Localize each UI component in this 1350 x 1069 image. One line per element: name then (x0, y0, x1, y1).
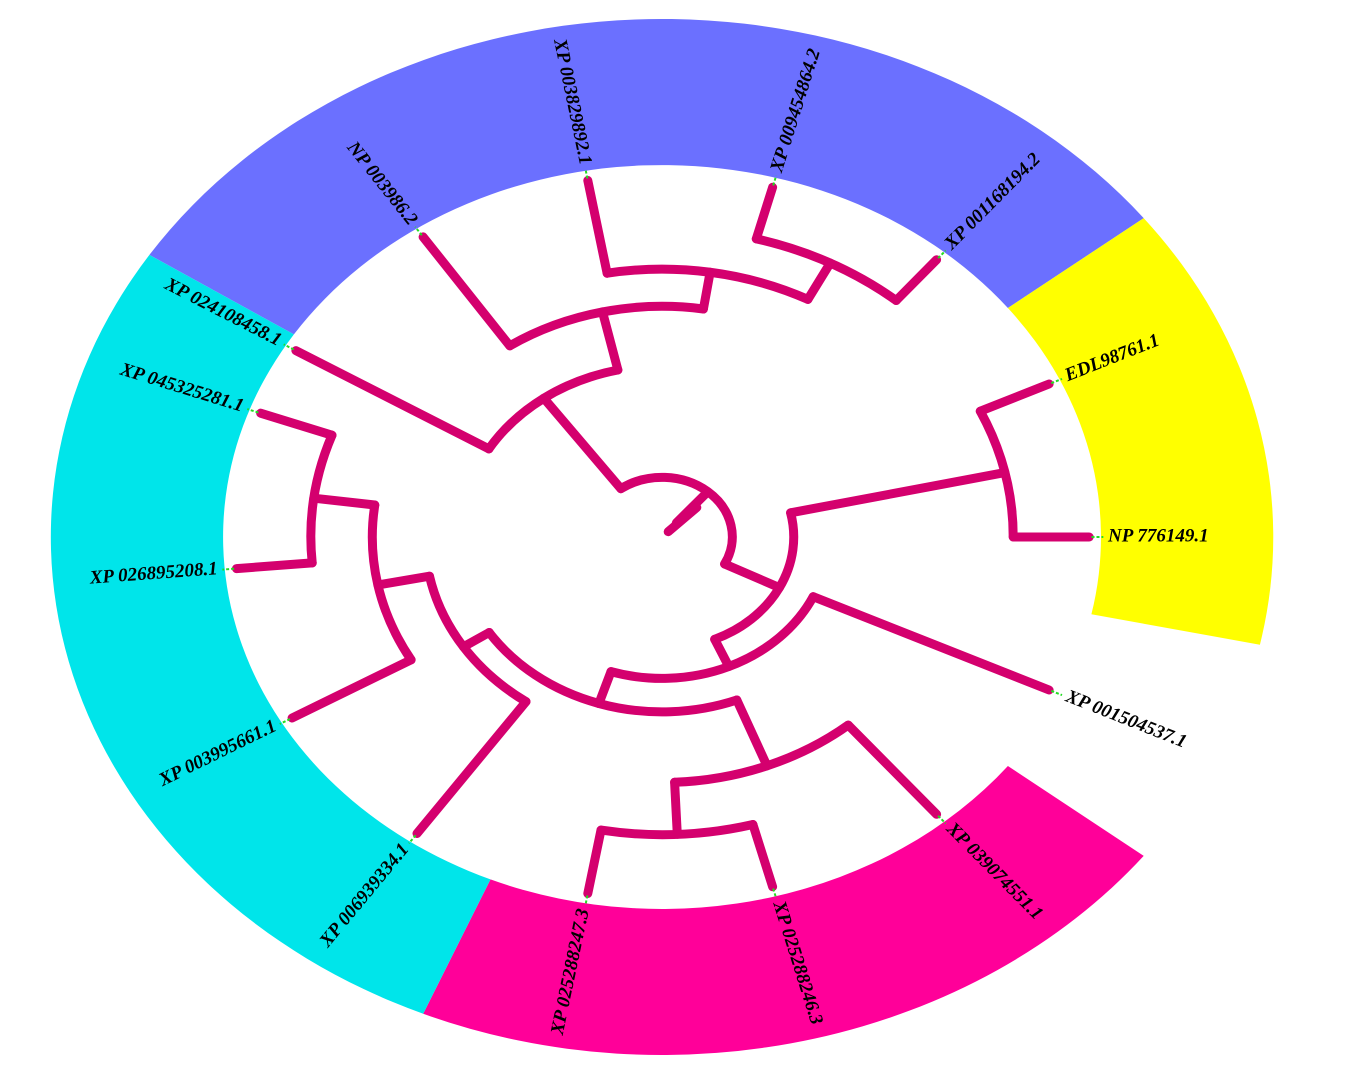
internal-branch (803, 258, 835, 304)
internal-branch (309, 493, 380, 510)
leaf-label: XP 001504537.1 (1062, 686, 1190, 753)
leaf-branch (583, 176, 612, 278)
internal-branch (539, 393, 626, 494)
leaf-connector (584, 895, 589, 906)
internal-branch (594, 667, 616, 708)
leaf-connector (1050, 689, 1063, 697)
leaf-branch (891, 255, 942, 305)
leaf-branch (751, 182, 778, 244)
leaf-branch (232, 558, 317, 574)
leaf-connector (247, 408, 259, 414)
branch-arc (505, 301, 708, 351)
branch-arc (596, 820, 758, 840)
leaf-branch (583, 825, 606, 898)
leaf-connector (279, 718, 291, 725)
leaf-branch (287, 655, 416, 723)
internal-branch (598, 307, 623, 375)
leaf-connector (1050, 377, 1063, 385)
leaf-branch (843, 720, 942, 819)
leaf-branch (975, 379, 1054, 416)
root-branch (663, 503, 702, 537)
internal-branch (710, 634, 734, 671)
leaf-connector (772, 175, 778, 186)
clade-band-blue (149, 18, 1144, 335)
clade-band-yellow (1007, 218, 1274, 645)
leaf-connector (584, 168, 589, 179)
leaf-connector (937, 249, 947, 259)
clade-band-cyan (50, 254, 491, 1014)
leaf-branch (748, 820, 778, 892)
clade-bands (50, 18, 1274, 1055)
leaf-branch (418, 232, 515, 351)
leaf-connector (283, 343, 295, 351)
leaf-connector (222, 567, 235, 571)
leaf-connector (772, 888, 778, 899)
branch-arc (425, 571, 531, 707)
internal-branch (459, 628, 494, 652)
branch-arc (975, 406, 1018, 542)
branch-arc (616, 472, 737, 569)
leaf-label: NP 776149.1 (1107, 525, 1209, 546)
tree-branches (232, 176, 1094, 898)
internal-branch (732, 695, 772, 771)
branch-arc (367, 500, 416, 665)
clade-band-pink (423, 766, 1144, 1055)
branch-arc (751, 234, 901, 305)
branch-arc (602, 264, 813, 304)
internal-branch (373, 571, 434, 590)
leaf-branch (808, 592, 1054, 695)
internal-branch (720, 559, 784, 593)
internal-branch (786, 468, 1010, 518)
leaf-connector (408, 834, 417, 845)
internal-branch (670, 777, 682, 839)
branch-arc (484, 628, 742, 717)
leaf-connector (414, 226, 423, 236)
leaf-connector (937, 815, 947, 825)
branch-arc (710, 508, 799, 644)
branch-arc (306, 430, 337, 568)
internal-branch (698, 267, 715, 314)
branch-arc (606, 592, 818, 683)
leaf-branch (291, 346, 494, 454)
leaf-branch (412, 697, 531, 838)
branch-arc (484, 365, 623, 454)
leaf-branch (256, 408, 337, 440)
branch-arc (670, 720, 853, 787)
leaf-connectors (222, 168, 1104, 906)
